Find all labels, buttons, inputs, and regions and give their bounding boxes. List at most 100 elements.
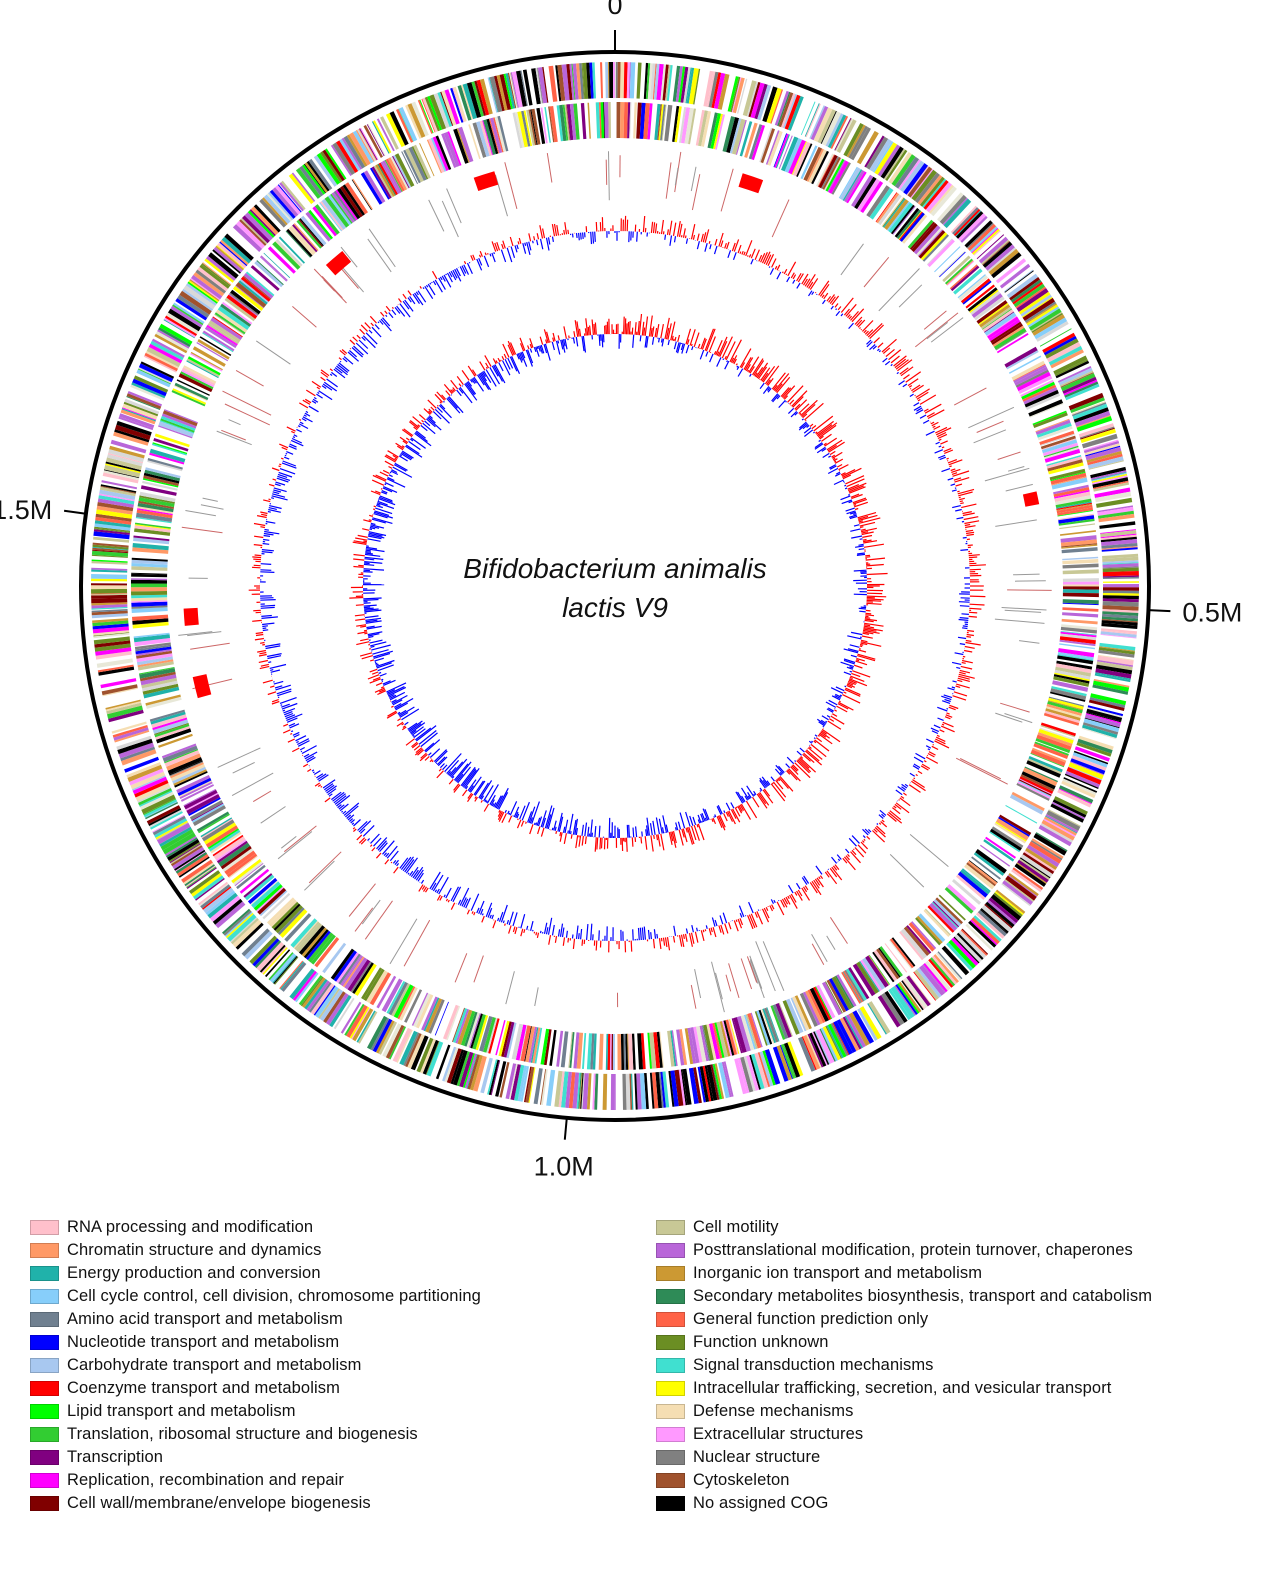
gene-segment bbox=[1004, 269, 1034, 293]
histogram-bar bbox=[436, 888, 440, 894]
gene-segment bbox=[126, 393, 162, 410]
histogram-bar bbox=[678, 829, 684, 846]
gene-segment bbox=[281, 962, 307, 992]
gene-segment bbox=[1101, 622, 1138, 629]
gene-segment bbox=[244, 874, 275, 901]
gene-segment bbox=[592, 1073, 596, 1110]
gene-segment bbox=[1091, 473, 1128, 483]
gene-segment bbox=[235, 285, 264, 309]
histogram-bar bbox=[312, 771, 315, 774]
histogram-bar bbox=[935, 738, 946, 745]
gene-segment bbox=[1097, 505, 1133, 513]
legend-item-secondary-metabolites: Secondary metabolites biosynthesis, tran… bbox=[656, 1285, 1152, 1308]
histogram-bar bbox=[963, 516, 979, 521]
gene-segment bbox=[762, 1050, 776, 1086]
gene-segment bbox=[1094, 487, 1131, 498]
gene-segment bbox=[652, 63, 657, 100]
histogram-bar bbox=[931, 745, 939, 751]
gene-segment bbox=[158, 425, 193, 439]
histogram-bar bbox=[407, 297, 412, 303]
histogram-bar bbox=[737, 244, 742, 254]
gene-segment bbox=[571, 63, 576, 100]
histogram-bar bbox=[407, 290, 412, 296]
histogram-bar bbox=[367, 838, 371, 842]
gene-segment bbox=[333, 997, 355, 1030]
gene-segment bbox=[982, 241, 1013, 268]
histogram-bar bbox=[260, 663, 269, 667]
histogram-bar bbox=[874, 827, 886, 838]
gene-segment bbox=[697, 1066, 706, 1103]
gene-segment bbox=[442, 1046, 457, 1082]
histogram-bar bbox=[670, 831, 674, 842]
rna-feature-mark bbox=[217, 747, 261, 768]
histogram-bar bbox=[574, 320, 579, 337]
gene-segment bbox=[579, 63, 584, 100]
histogram-bar bbox=[338, 804, 345, 810]
histogram-bar bbox=[860, 328, 863, 331]
histogram-bar bbox=[778, 777, 789, 789]
histogram-bar bbox=[411, 742, 419, 749]
histogram-bar bbox=[422, 422, 436, 435]
gene-segment bbox=[1076, 415, 1111, 428]
histogram-bar bbox=[960, 549, 969, 551]
gene-segment bbox=[934, 246, 961, 273]
gene-segment bbox=[1030, 840, 1063, 861]
gene-segment bbox=[649, 1032, 657, 1069]
histogram-bar bbox=[363, 606, 371, 609]
histogram-bar bbox=[269, 505, 282, 510]
gene-segment bbox=[1098, 513, 1135, 523]
gene-segment bbox=[612, 1034, 615, 1071]
gene-segment bbox=[746, 1055, 760, 1091]
gene-segment bbox=[713, 1063, 722, 1100]
histogram-bar bbox=[772, 394, 780, 403]
gene-segment bbox=[119, 413, 155, 429]
histogram-bar bbox=[804, 429, 814, 437]
histogram-bar bbox=[561, 339, 566, 353]
gene-segment bbox=[113, 431, 149, 446]
histogram-bar bbox=[733, 358, 737, 365]
histogram-bar bbox=[373, 505, 376, 508]
histogram-bar bbox=[967, 629, 975, 632]
rna-feature-mark bbox=[605, 159, 608, 185]
rna-feature-mark bbox=[1000, 702, 1030, 713]
histogram-bar bbox=[320, 369, 330, 377]
histogram-bar bbox=[673, 925, 677, 936]
histogram-bar bbox=[737, 805, 743, 814]
histogram-bar bbox=[956, 683, 970, 689]
gene-segment bbox=[1050, 471, 1086, 482]
gene-segment bbox=[835, 975, 855, 1008]
histogram-bar bbox=[258, 653, 267, 657]
histogram-bar bbox=[909, 393, 914, 398]
histogram-bar bbox=[374, 510, 390, 516]
histogram-bar bbox=[834, 303, 839, 308]
histogram-bar bbox=[959, 500, 964, 503]
gene-segment bbox=[220, 239, 249, 266]
histogram-bar bbox=[512, 912, 518, 927]
histogram-bar bbox=[464, 768, 480, 789]
histogram-bar bbox=[304, 412, 311, 417]
histogram-bar bbox=[288, 445, 297, 450]
histogram-bar bbox=[447, 397, 458, 409]
histogram-bar bbox=[821, 294, 825, 298]
gene-segment bbox=[186, 867, 217, 889]
rna-feature-mark bbox=[1005, 483, 1033, 492]
gene-segment bbox=[899, 212, 925, 242]
gene-segment bbox=[1059, 643, 1095, 650]
histogram-bar bbox=[267, 655, 282, 660]
histogram-bar bbox=[337, 363, 349, 373]
gene-segment bbox=[698, 110, 708, 147]
gene-segment bbox=[145, 351, 179, 369]
gene-segment bbox=[392, 1027, 412, 1063]
gene-segment bbox=[974, 296, 1005, 321]
gene-segment bbox=[602, 1073, 608, 1110]
gene-segment bbox=[770, 89, 783, 124]
histogram-bar bbox=[956, 516, 964, 520]
gene-segment bbox=[164, 317, 196, 338]
histogram-bar bbox=[479, 780, 493, 800]
histogram-bar bbox=[770, 899, 775, 904]
histogram-bar bbox=[897, 786, 905, 792]
gene-segment bbox=[1021, 381, 1056, 400]
histogram-bar bbox=[857, 552, 865, 555]
gene-segment bbox=[514, 1064, 525, 1101]
position-label-1-5m: 1.5M bbox=[0, 495, 52, 525]
